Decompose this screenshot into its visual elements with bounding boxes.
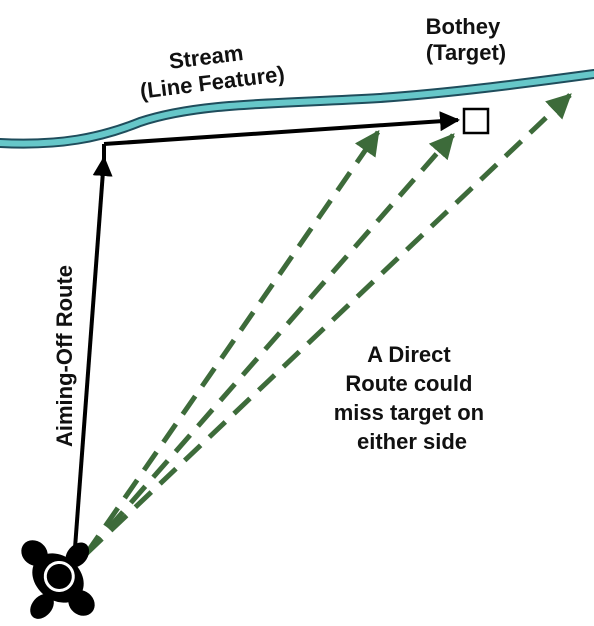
aiming-off-route (73, 111, 460, 549)
direct-route-left (83, 129, 381, 556)
walker-icon (21, 540, 95, 619)
direct-route-caption-line3: miss target on (334, 400, 484, 425)
bothey-label-line2: (Target) (426, 40, 506, 65)
stream-line (0, 69, 594, 149)
direct-route-center (84, 133, 455, 556)
direct-route-caption: A Direct Route could miss target on eith… (334, 342, 491, 454)
target-square-icon (462, 107, 490, 135)
aiming-off-leg-up (73, 156, 113, 549)
aiming-off-route-label: Aiming-Off Route (52, 265, 77, 447)
bothey-label: Bothey (Target) (426, 14, 507, 65)
direct-route-caption-line4: either side (357, 429, 467, 454)
direct-route-caption-line2: Route could (345, 371, 472, 396)
stream-label: Stream (Line Feature) (135, 35, 286, 103)
aiming-off-leg-across (103, 111, 460, 146)
direct-route-caption-line1: A Direct (367, 342, 451, 367)
bothey-label-line1: Bothey (426, 14, 501, 39)
direct-routes (83, 93, 572, 556)
direct-route-right (84, 93, 572, 556)
